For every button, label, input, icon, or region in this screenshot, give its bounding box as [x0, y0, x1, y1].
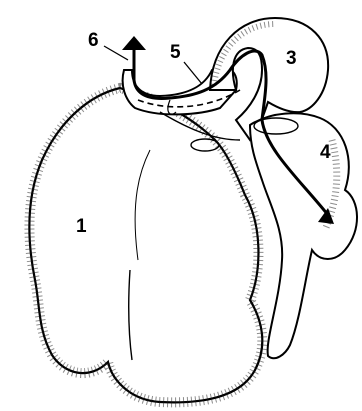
label-3: 3: [286, 48, 297, 69]
label-4: 4: [320, 142, 331, 163]
leader-5: [184, 62, 202, 84]
arrowhead-up: [122, 36, 146, 50]
label-1: 1: [76, 216, 87, 237]
label-6: 6: [88, 30, 99, 51]
chamber-4-outline: [250, 113, 357, 358]
label-5: 5: [170, 42, 181, 63]
large-chamber-1: [29, 88, 262, 402]
chamber-1-outline: [29, 88, 262, 402]
tube-chamber-4: [250, 113, 357, 358]
